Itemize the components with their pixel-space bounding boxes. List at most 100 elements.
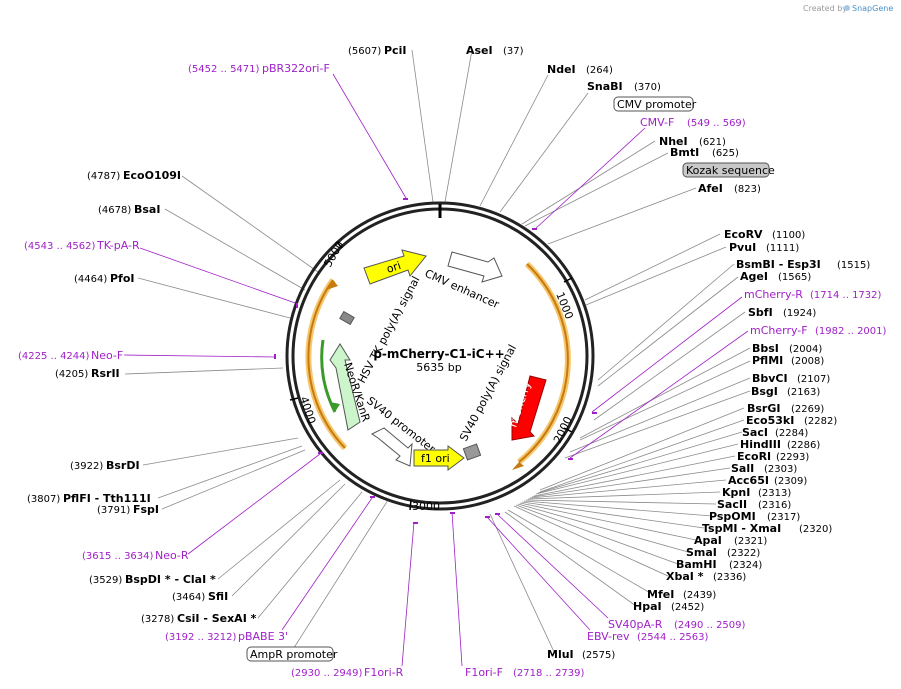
f1-ori-label: f1 ori xyxy=(421,452,450,465)
enzyme-rsr-name: RsrII xyxy=(91,367,120,380)
enzyme-psp-pos: (2317) xyxy=(767,512,800,523)
arc-arrow-icon xyxy=(330,402,340,412)
enzyme-sacii-pos: (2316) xyxy=(758,500,791,511)
mcherry-feature xyxy=(511,375,547,441)
enzyme-nde-pos: (264) xyxy=(586,65,613,76)
enzyme-eco53-pos: (2282) xyxy=(804,416,837,427)
ori-feature xyxy=(363,249,427,285)
arc-arrow-icon xyxy=(512,462,524,470)
enzyme-bspd-name: BspDI * - ClaI * xyxy=(125,573,216,586)
cmv-promoter-label: CMV promoter xyxy=(617,98,697,111)
enzyme-rsr-pos: (4205) xyxy=(55,369,88,380)
primer-marks xyxy=(274,198,597,524)
enzyme-bsrd-name: BsrDI xyxy=(106,459,140,472)
enzyme-sal-pos: (2303) xyxy=(764,464,797,475)
enzyme-ase-pos: (37) xyxy=(503,46,524,57)
plasmid-name: p-mCherry-C1-iC++ xyxy=(373,347,504,361)
cmv-promoter-box xyxy=(613,96,694,112)
enzyme-sac-pos: (2284) xyxy=(775,428,808,439)
enzyme-pfl-name: PflMI xyxy=(752,354,783,367)
enzyme-bsrg-pos: (2269) xyxy=(791,404,824,415)
primer-mchr-pos: (1714 .. 1732) xyxy=(810,290,882,301)
enzyme-xba-pos: (2336) xyxy=(713,572,746,583)
enzyme-apa-pos: (2321) xyxy=(734,536,767,547)
sv40-polya-block xyxy=(462,443,482,461)
enzyme-csi-name: CsiI - SexAI * xyxy=(177,612,257,625)
neor-kanr-feature xyxy=(329,343,361,431)
primer-ebv-pos: (2544 .. 2563) xyxy=(637,632,709,643)
primer-sv40r-pos: (2490 .. 2509) xyxy=(674,620,746,631)
enzyme-psp-name: PspOMI xyxy=(709,510,756,523)
primer-f1f-name: F1ori-F xyxy=(465,666,503,679)
enzyme-mlu-name: MluI xyxy=(547,648,574,661)
enzyme-eco53-name: Eco53kI xyxy=(746,414,794,427)
enzyme-age-name: AgeI xyxy=(740,270,768,283)
primer-pbabe-pos: (3192 .. 3212) xyxy=(165,632,237,643)
enzyme-pci-name: PciI xyxy=(384,44,406,57)
enzyme-apa-name: ApaI xyxy=(694,534,722,547)
enzyme-pfo-name: PfoI xyxy=(110,272,135,285)
ampr-promoter-label: AmpR promoter xyxy=(250,648,338,661)
enzyme-bsa-name: BsaI xyxy=(134,203,160,216)
enzyme-mfe-name: MfeI xyxy=(647,588,674,601)
enzyme-pvu-pos: (1111) xyxy=(766,243,799,254)
enzyme-mfe-pos: (2439) xyxy=(683,590,716,601)
enzyme-bam-pos: (2324) xyxy=(729,560,762,571)
enzyme-sal-name: SalI xyxy=(731,462,754,475)
plasmid-backbone xyxy=(285,201,595,511)
enzyme-sna-name: SnaBI xyxy=(587,80,623,93)
kozak-box xyxy=(682,162,770,178)
enzyme-bam-name: BamHI xyxy=(676,558,717,571)
primer-f1f-pos: (2718 .. 2739) xyxy=(513,668,585,679)
enzyme-ase-name: AseI xyxy=(466,44,493,57)
plasmid-length: 5635 bp xyxy=(416,361,461,374)
primer-tkpa-pos: (4543 .. 4562) xyxy=(24,241,96,252)
enzyme-bspd-pos: (3529) xyxy=(89,575,122,586)
primer-neor-pos: (3615 .. 3634) xyxy=(82,551,154,562)
tick-mark-4000 xyxy=(289,397,299,401)
enzyme-bsg-pos: (2163) xyxy=(787,387,820,398)
credit-brand: SnapGene xyxy=(852,4,893,13)
tick-label-3000: 3000 xyxy=(412,500,440,513)
enzyme-age-pos: (1565) xyxy=(778,272,811,283)
primer-sv40r-name: SV40pA-R xyxy=(608,618,663,631)
enzyme-sna-pos: (370) xyxy=(634,82,661,93)
enzyme-pfo-pos: (4464) xyxy=(74,274,107,285)
enzyme-bmt-pos: (625) xyxy=(712,148,739,159)
enzyme-sacii-name: SacII xyxy=(717,498,747,511)
enzyme-pci-pos: (5607) xyxy=(348,46,381,57)
credit-prefix: Created by xyxy=(803,4,847,13)
enzyme-hind-name: HindIII xyxy=(740,438,781,451)
enzyme-mlu-pos: (2575) xyxy=(582,650,615,661)
snapgene-logo-icon xyxy=(844,5,850,11)
enzyme-nhe-pos: (621) xyxy=(699,137,726,148)
enzyme-afe-pos: (823) xyxy=(734,184,761,195)
primer-mchf-pos: (1982 .. 2001) xyxy=(815,326,887,337)
tick-mark-1000 xyxy=(563,277,573,283)
enzyme-fsp-pos: (3791) xyxy=(97,505,130,516)
primer-neor-name: Neo-R xyxy=(155,549,189,562)
enzyme-eco109-name: EcoO109I xyxy=(123,169,181,182)
enzyme-leader-lines xyxy=(124,49,751,655)
enzyme-bsg-name: BsgI xyxy=(751,385,778,398)
enzyme-acc-pos: (2309) xyxy=(774,476,807,487)
enzyme-ecori-name: EcoRI xyxy=(737,450,771,463)
snapgene-credit: Created by SnapGene xyxy=(803,4,893,13)
primer-pbr-name: pBR322ori-F xyxy=(262,62,330,75)
ori-label: ori xyxy=(385,259,403,276)
enzyme-hpa-pos: (2452) xyxy=(671,602,704,613)
enzyme-bsrd-pos: (3922) xyxy=(70,461,103,472)
primer-tkpa-name: TK-pA-R xyxy=(96,239,140,252)
enzyme-sac-name: SacI xyxy=(742,426,768,439)
enzyme-kpn-name: KpnI xyxy=(722,486,750,499)
primer-mchr-name: mCherry-R xyxy=(744,288,803,301)
enzyme-bmt-name: BmtI xyxy=(670,146,699,159)
boxed-labels: CMV promoter Kozak sequence AmpR promote… xyxy=(246,96,775,662)
enzyme-fsp-name: FspI xyxy=(133,503,159,516)
enzyme-ecori-pos: (2293) xyxy=(776,452,809,463)
primer-f1r-pos: (2930 .. 2949) xyxy=(291,668,363,679)
enzyme-eco109-pos: (4787) xyxy=(87,171,120,182)
ampr-promoter-box xyxy=(246,646,334,662)
enzyme-labels-left: (4787) EcoO109I (4678) BsaI (4464) PfoI … xyxy=(27,169,257,625)
